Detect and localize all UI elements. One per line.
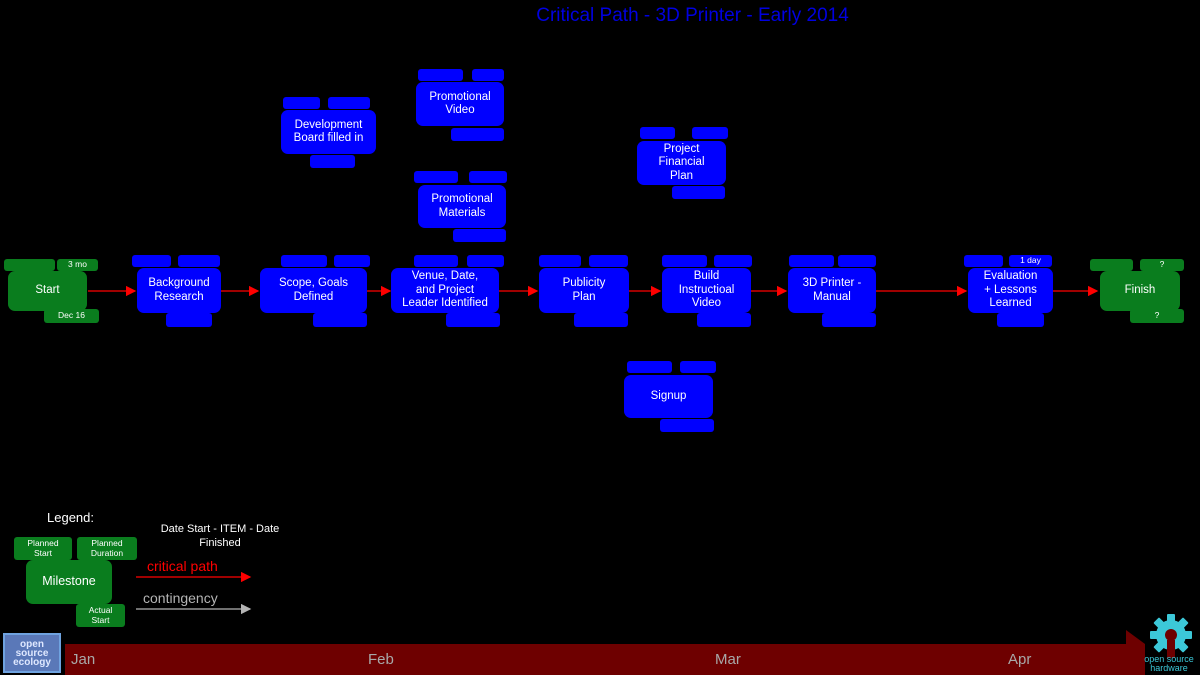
build-planned-start-tab <box>662 255 707 267</box>
task-evaluation-lessons[interactable]: Evaluation + Lessons Learned <box>968 268 1053 313</box>
devboard-actual-start-tab <box>310 155 355 168</box>
open-source-hardware-label: open source hardware <box>1144 654 1194 673</box>
open-source-ecology-logo: open source ecology <box>3 633 61 673</box>
signup-planned-start-tab <box>627 361 672 373</box>
devboard-planned-start-tab <box>283 97 320 109</box>
legend-actual-start: Actual Start <box>76 604 125 627</box>
signup-actual-start-tab <box>660 419 714 432</box>
legend-critical-path-label: critical path <box>147 558 218 574</box>
legend-contingency-label: contingency <box>143 590 218 606</box>
signup-planned-duration-tab <box>680 361 716 373</box>
manual-actual-start-tab <box>822 313 876 327</box>
legend-planned-duration: Planned Duration <box>77 537 137 560</box>
task-publicity-plan[interactable]: Publicity Plan <box>539 268 629 313</box>
open-source-hardware-gear-icon <box>1150 614 1192 658</box>
build-planned-duration-tab <box>714 255 752 267</box>
month-apr: Apr <box>1008 651 1032 668</box>
legend-milestone: Milestone <box>26 560 112 604</box>
task-project-financial-plan[interactable]: Project Financial Plan <box>637 141 726 185</box>
finish-planned-start-tab <box>1090 259 1133 271</box>
research-planned-duration-tab <box>178 255 220 267</box>
timeline-bar <box>65 644 1130 675</box>
promo-materials-planned-duration-tab <box>469 171 507 183</box>
publicity-actual-start-tab <box>574 313 628 327</box>
venue-planned-start-tab <box>414 255 458 267</box>
task-promotional-video[interactable]: Promotional Video <box>416 82 504 126</box>
scope-planned-duration-tab <box>334 255 370 267</box>
task-signup[interactable]: Signup <box>624 375 713 418</box>
promo-video-planned-duration-tab <box>472 69 504 81</box>
finish-milestone[interactable]: Finish <box>1100 271 1180 311</box>
month-jan: Jan <box>71 651 96 668</box>
publicity-planned-start-tab <box>539 255 581 267</box>
task-build-instructional-video[interactable]: Build Instructioal Video <box>662 268 751 313</box>
devboard-planned-duration-tab <box>328 97 370 109</box>
finish-planned-duration-tab: ? <box>1140 259 1184 271</box>
month-feb: Feb <box>368 651 394 668</box>
month-mar: Mar <box>715 651 741 668</box>
research-planned-start-tab <box>132 255 171 267</box>
task-background-research[interactable]: Background Research <box>137 268 221 313</box>
legend-planned-start: Planned Start <box>14 537 72 560</box>
start-actual-start-tab: Dec 16 <box>44 309 99 323</box>
promo-video-planned-start-tab <box>418 69 463 81</box>
finish-actual-start-tab: ? <box>1130 309 1184 323</box>
start-planned-duration-tab: 3 mo <box>57 259 98 271</box>
venue-actual-start-tab <box>446 313 500 327</box>
timeline-arrow-head <box>1126 630 1145 675</box>
legend-title: Legend: <box>47 510 94 525</box>
research-actual-start-tab <box>166 313 212 327</box>
financial-planned-start-tab <box>640 127 675 139</box>
start-planned-start-tab <box>4 259 55 271</box>
task-development-board[interactable]: Development Board filled in <box>281 110 376 154</box>
scope-actual-start-tab <box>313 313 367 327</box>
legend-caption: Date Start - ITEM - Date Finished <box>160 523 280 549</box>
task-promotional-materials[interactable]: Promotional Materials <box>418 185 506 228</box>
manual-planned-duration-tab <box>838 255 876 267</box>
scope-planned-start-tab <box>281 255 327 267</box>
task-venue-date-leader[interactable]: Venue, Date, and Project Leader Identifi… <box>391 268 499 313</box>
build-actual-start-tab <box>697 313 751 327</box>
venue-planned-duration-tab <box>467 255 504 267</box>
evaluation-actual-start-tab <box>997 313 1044 327</box>
promo-materials-actual-start-tab <box>453 229 506 242</box>
start-milestone[interactable]: Start <box>8 271 87 311</box>
task-scope-goals-defined[interactable]: Scope, Goals Defined <box>260 268 367 313</box>
promo-materials-planned-start-tab <box>414 171 458 183</box>
evaluation-planned-start-tab <box>964 255 1003 267</box>
task-3d-printer-manual[interactable]: 3D Printer - Manual <box>788 268 876 313</box>
manual-planned-start-tab <box>789 255 834 267</box>
financial-planned-duration-tab <box>692 127 728 139</box>
promo-video-actual-start-tab <box>451 128 504 141</box>
chart-title: Critical Path - 3D Printer - Early 2014 <box>536 5 849 26</box>
publicity-planned-duration-tab <box>589 255 628 267</box>
evaluation-planned-duration-tab: 1 day <box>1009 255 1052 267</box>
financial-actual-start-tab <box>672 186 725 199</box>
